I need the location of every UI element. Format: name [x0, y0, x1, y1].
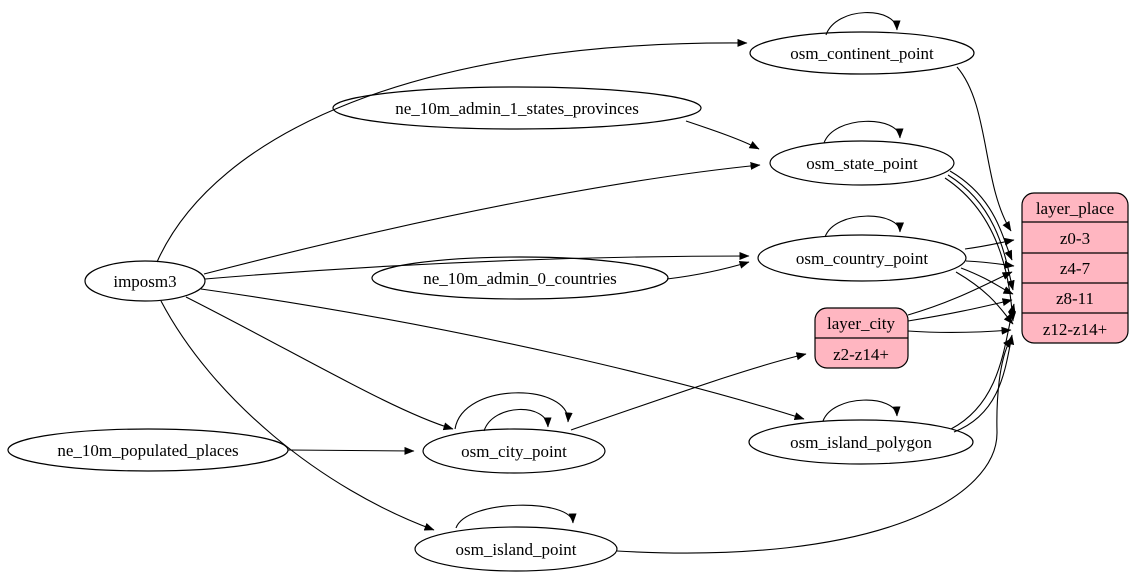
edge-layer-city-to-layer-place-z12-z14 [907, 326, 1012, 335]
node-osm-city-point [422, 428, 606, 474]
label-osm-state-point: osm_state_point [806, 154, 918, 173]
edge-imposm3-to-osm-country-point [204, 252, 750, 280]
label-layer-place-z0-3: z0-3 [1060, 229, 1090, 248]
edge-osm-island-point-to-layer-place-z12-z14 [616, 337, 1013, 554]
record-layer-city [814, 307, 909, 369]
label-osm-continent-point: osm_continent_point [790, 44, 934, 63]
edge-ne-10m-populated-places-to-osm-city-point [287, 446, 415, 455]
edge-imposm3-to-osm-continent-point [156, 38, 748, 263]
node-osm-state-point [769, 140, 955, 186]
label-layer-place-z12-z14: z12-z14+ [1043, 320, 1107, 339]
edge-imposm3-to-osm-city-point [185, 296, 454, 431]
label-osm-city-point: osm_city_point [461, 442, 567, 461]
label-layer-place-z8-11: z8-11 [1056, 289, 1094, 308]
self-loop-osm-state-point [823, 120, 904, 144]
node-ne-10m-admin-0-countries [371, 256, 669, 300]
node-osm-island-polygon [748, 419, 974, 465]
self-loop-osm-continent-point [825, 12, 901, 36]
label-layer-city-title: layer_city [827, 314, 895, 333]
edge-osm-continent-point-to-layer-place-z0-3 [956, 66, 1012, 232]
edge-layer-city-to-layer-place-z4-7 [907, 271, 1013, 316]
node-imposm3 [84, 260, 206, 302]
node-ne-10m-admin-1-states-provinces [332, 86, 702, 130]
label-osm-country-point: osm_country_point [796, 249, 928, 268]
edge-osm-country-point-to-layer-place-z12-z14 [955, 271, 1014, 325]
node-osm-continent-point [749, 31, 975, 75]
record-layer-place [1021, 192, 1129, 344]
label-imposm3: imposm3 [113, 272, 176, 291]
label-layer-city-z2-z14: z2-z14+ [833, 345, 889, 364]
edge-ne-10m-admin-0-to-osm-country-point [666, 260, 750, 280]
self-loop-osm-island-point [455, 504, 577, 529]
edge-osm-island-polygon-to-layer-place-z8-11 [950, 303, 1016, 430]
edge-osm-island-polygon-to-layer-place-z12-z14 [953, 334, 1015, 433]
self-loop-osm-country-point [824, 215, 904, 238]
label-layer-place-z4-7: z4-7 [1060, 259, 1091, 278]
label-osm-island-polygon: osm_island_polygon [790, 433, 932, 452]
edge-layer-city-to-layer-place-z8-11 [907, 298, 1013, 322]
edge-imposm3-to-osm-state-point [203, 161, 761, 275]
self-loop-inner-osm-city-point [483, 408, 552, 432]
node-osm-island-point [414, 526, 618, 572]
edge-osm-country-point-to-layer-place-z4-7 [965, 260, 1015, 269]
edge-ne-10m-admin-1-to-osm-state-point [685, 120, 760, 150]
self-loop-osm-island-polygon [822, 399, 901, 422]
edge-osm-city-point-to-layer-city [570, 352, 807, 431]
edge-osm-state-point-to-layer-place-z4-7 [949, 170, 1013, 261]
self-loop-outer-osm-city-point [454, 392, 573, 430]
label-ne-10m-populated-places: ne_10m_populated_places [57, 441, 238, 460]
label-ne-10m-admin-0-countries: ne_10m_admin_0_countries [423, 269, 617, 288]
node-osm-country-point [757, 234, 967, 282]
edge-imposm3-to-osm-island-polygon [200, 288, 805, 420]
label-ne-10m-admin-1-states-provinces: ne_10m_admin_1_states_provinces [395, 99, 639, 118]
edge-imposm3-to-osm-island-point [160, 300, 435, 531]
label-osm-island-point: osm_island_point [456, 540, 577, 559]
record-layer-place-box [1021, 192, 1129, 344]
label-layer-place-title: layer_place [1036, 199, 1114, 218]
edge-osm-country-point-to-layer-place-z8-11 [960, 267, 1014, 295]
edge-osm-country-point-to-layer-place-z0-3 [964, 237, 1015, 250]
